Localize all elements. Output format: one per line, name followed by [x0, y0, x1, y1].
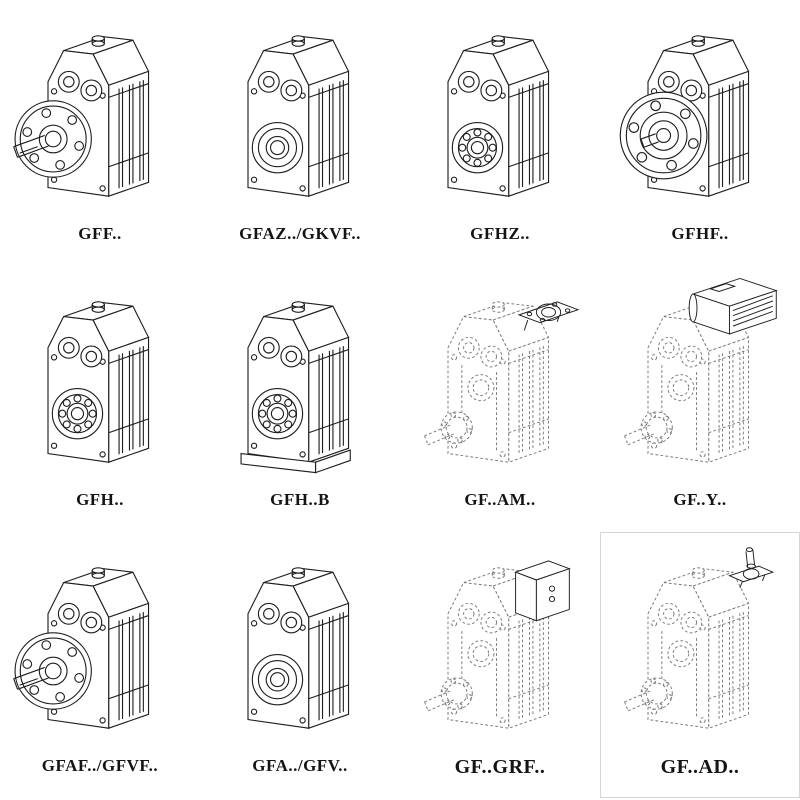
gearbox-drawing [408, 540, 592, 750]
gearbox-drawing [208, 540, 392, 750]
gearbox-drawing [608, 274, 792, 484]
gearbox-drawing [608, 8, 792, 218]
model-label: GFHF.. [671, 224, 729, 243]
model-label: GFAZ../GKVF.. [239, 224, 361, 243]
model-label: GF..AM.. [464, 490, 536, 509]
gearbox-drawing [8, 8, 192, 218]
product-figure-10: GFA../GFV.. [200, 532, 400, 798]
model-label: GFA../GFV.. [252, 756, 348, 775]
model-label: GF..GRF.. [454, 756, 546, 778]
product-figure-1: GFF.. [0, 0, 200, 266]
product-figure-4: GFHF.. [600, 0, 800, 266]
product-figure-2: GFAZ../GKVF.. [200, 0, 400, 266]
model-label: GFH..B [270, 490, 330, 509]
product-figure-8: GF..Y.. [600, 266, 800, 532]
gearbox-drawing [408, 274, 592, 484]
product-figure-5: GFH.. [0, 266, 200, 532]
gearbox-drawing [8, 540, 192, 750]
gearbox-drawing [408, 8, 592, 218]
model-label: GF..AD.. [660, 756, 740, 778]
model-label: GFHZ.. [470, 224, 530, 243]
product-figure-3: GFHZ.. [400, 0, 600, 266]
product-figure-9: GFAF../GFVF.. [0, 532, 200, 798]
product-figure-12: GF..AD.. [600, 532, 800, 798]
model-label: GFF.. [78, 224, 122, 243]
gearbox-drawing [8, 274, 192, 484]
product-figure-7: GF..AM.. [400, 266, 600, 532]
product-figure-11: GF..GRF.. [400, 532, 600, 798]
model-label: GFH.. [76, 490, 124, 509]
model-label: GF..Y.. [673, 490, 727, 509]
gearbox-drawing [608, 540, 792, 750]
gearbox-drawing [208, 274, 392, 484]
model-label: GFAF../GFVF.. [41, 756, 159, 775]
gearbox-drawing [208, 8, 392, 218]
product-figure-6: GFH..B [200, 266, 400, 532]
